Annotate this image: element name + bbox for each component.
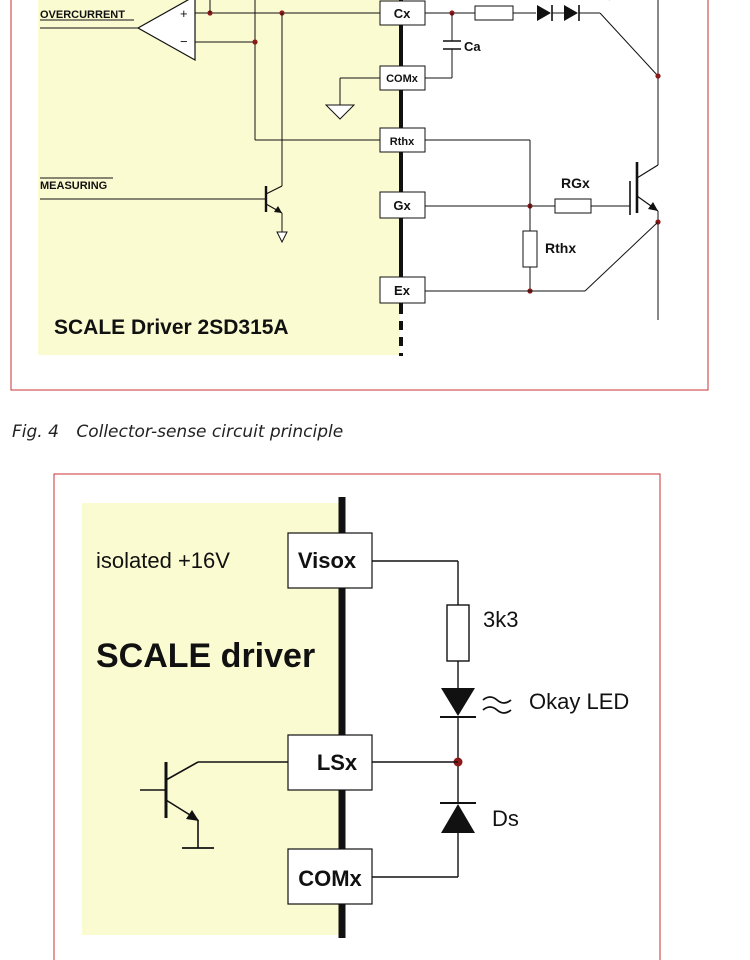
opamp-minus-label: − — [180, 34, 188, 49]
figure-caption-text: Collector-sense circuit principle — [76, 422, 344, 442]
resistor-rgx — [554, 198, 592, 214]
diode-1-symbol — [537, 5, 551, 21]
comparator-opamp-symbol — [136, 0, 196, 62]
diode-ds-symbol — [441, 804, 475, 833]
opamp-plus-label: + — [180, 6, 188, 21]
status-led-diagram: isolated +16V SCALE driver Visox LSx COM… — [53, 473, 661, 960]
junction-node — [655, 73, 661, 79]
driver2-label: SCALE driver — [96, 637, 315, 675]
resistor-3k3 — [446, 604, 470, 662]
igbt-symbol — [629, 162, 659, 215]
figure-number: Fig. 4 — [12, 422, 59, 442]
resistor-3k3-label: 3k3 — [483, 607, 518, 632]
pin-comx-2 — [287, 848, 373, 905]
led-driver-transistor-symbol — [140, 761, 288, 849]
pin-gx-label: Gx — [393, 198, 411, 213]
pin-visox — [287, 532, 373, 589]
okay-led-label: Okay LED — [529, 689, 629, 714]
pin-cx — [379, 0, 426, 26]
pin-ex — [379, 276, 426, 304]
capacitor-ca-label: Ca — [464, 39, 481, 54]
resistor-rgx-label: RGx — [561, 175, 590, 191]
figure-caption: Fig. 4 Collector-sense circuit principle — [12, 422, 343, 442]
pin-comx-label: COMx — [386, 73, 419, 85]
overcurrent-label: OVERCURRENT — [40, 9, 125, 21]
pin-gx — [379, 191, 426, 219]
isolated-supply-label: isolated +16V — [96, 548, 230, 573]
wire-to-collector — [599, 12, 659, 77]
pin-ex-label: Ex — [394, 283, 411, 298]
measuring-transistor-symbol — [264, 185, 288, 244]
diagram2-frame — [53, 473, 661, 960]
ex-to-emitter-wire — [584, 221, 659, 292]
light-emission-icon — [482, 696, 512, 714]
pin-cx-label: Cx — [394, 6, 411, 21]
pin-comx — [379, 65, 426, 91]
pin-rthx-label: Rthx — [390, 136, 415, 148]
driver1-label: SCALE Driver 2SD315A — [54, 316, 289, 339]
cx-series-resistor — [474, 5, 514, 21]
resistor-rthx — [522, 230, 538, 268]
ground-symbol — [324, 104, 356, 120]
okay-led-symbol — [441, 688, 475, 716]
pin-visox-label: Visox — [298, 548, 357, 573]
diode-ds-label: Ds — [492, 806, 519, 831]
diode-2-symbol — [564, 5, 578, 21]
pin-lsx-label: LSx — [317, 750, 358, 775]
junction-node — [252, 39, 258, 45]
resistor-rthx-label: Rthx — [545, 240, 576, 256]
measuring-label: MEASURING — [40, 180, 107, 192]
diagram1-frame — [10, 0, 709, 391]
measuring-ground-arrow — [276, 231, 288, 244]
pin-comx-2-label: COMx — [298, 866, 362, 891]
collector-sense-diagram: OVERCURRENT + − MEASURING — [10, 0, 709, 391]
